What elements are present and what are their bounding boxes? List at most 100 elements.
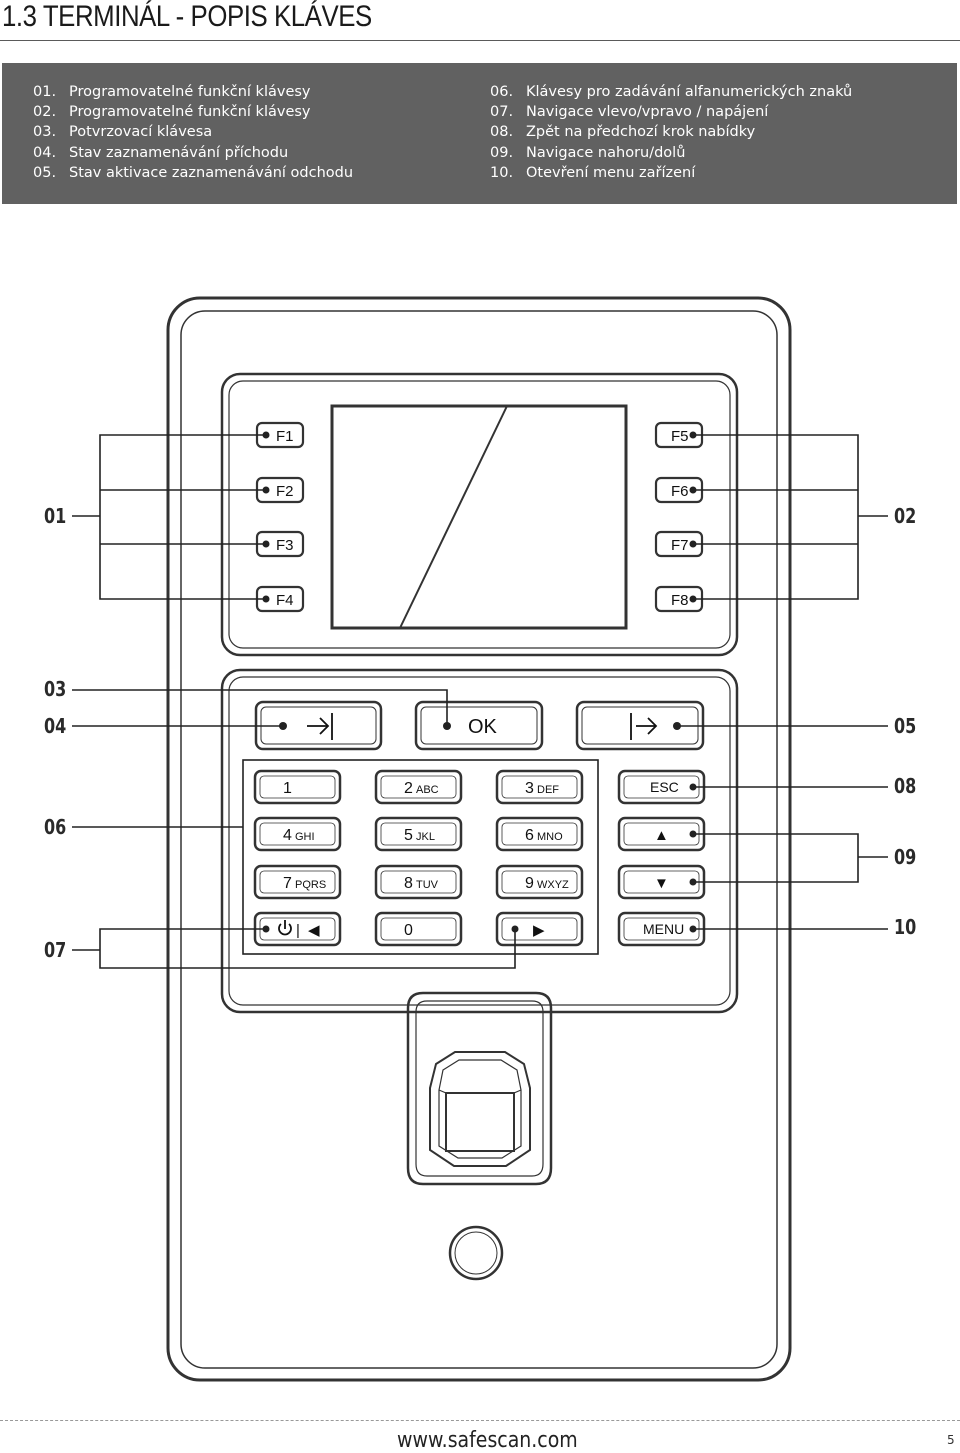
footer-url[interactable]: www.safescan.com bbox=[397, 1428, 578, 1453]
f2-label: F2 bbox=[276, 483, 294, 500]
leader-line-03 bbox=[72, 689, 448, 726]
page-number: 5 bbox=[947, 1433, 955, 1447]
up-arrow-icon: ▲ bbox=[654, 827, 669, 844]
checkout-key[interactable] bbox=[575, 700, 705, 751]
down-arrow-icon: ▼ bbox=[654, 875, 669, 892]
display-panel-inner bbox=[228, 380, 731, 649]
fingerprint-housing bbox=[406, 991, 553, 1186]
svg-text:ABC: ABC bbox=[416, 784, 439, 796]
svg-text:GHI: GHI bbox=[295, 831, 315, 843]
right-arrow-icon: ▶ bbox=[533, 922, 545, 939]
f6-label: F6 bbox=[671, 483, 689, 500]
legend-item: 02.Programovatelné funkční klávesy bbox=[33, 104, 311, 121]
f4-label: F4 bbox=[276, 592, 294, 609]
callout-05: 05 bbox=[894, 714, 917, 738]
svg-text:3: 3 bbox=[525, 780, 534, 797]
legend-item: 07.Navigace vlevo/vpravo / napájení bbox=[490, 104, 769, 121]
svg-text:9: 9 bbox=[525, 875, 534, 892]
fingerprint-edge bbox=[438, 1089, 447, 1094]
svg-text:4: 4 bbox=[283, 827, 292, 844]
fingerprint-window-inner bbox=[438, 1059, 522, 1159]
f8-label: F8 bbox=[671, 592, 689, 609]
fingerprint-edge bbox=[513, 1089, 522, 1094]
callout-04: 04 bbox=[44, 714, 67, 738]
svg-text:0: 0 bbox=[404, 922, 413, 939]
f3-label: F3 bbox=[276, 537, 294, 554]
svg-text:5: 5 bbox=[404, 827, 413, 844]
callout-07: 07 bbox=[44, 938, 67, 962]
exit-arrow-icon bbox=[630, 713, 658, 740]
svg-text:MNO: MNO bbox=[537, 831, 563, 843]
fingerprint-pad bbox=[445, 1092, 515, 1152]
esc-key[interactable]: ESC bbox=[617, 769, 706, 805]
keypad-panel-inner bbox=[228, 676, 731, 1006]
enter-arrow-icon bbox=[307, 713, 333, 740]
leader-line-01 bbox=[99, 434, 266, 600]
screen-glare bbox=[399, 405, 508, 629]
down-key[interactable]: ▼ bbox=[617, 864, 706, 900]
right-key[interactable]: ▶ bbox=[495, 911, 584, 947]
callout-09: 09 bbox=[894, 845, 917, 869]
svg-text:|: | bbox=[296, 922, 300, 939]
f7-key[interactable]: F7 bbox=[654, 530, 704, 558]
key-1[interactable]: 1 bbox=[253, 769, 342, 805]
esc-label: ESC bbox=[650, 779, 679, 795]
svg-text:WXYZ: WXYZ bbox=[537, 879, 569, 891]
callout-08: 08 bbox=[894, 774, 917, 798]
device-body-inner bbox=[180, 310, 778, 1369]
svg-text:JKL: JKL bbox=[416, 831, 435, 843]
power-left-key[interactable]: | ◀ bbox=[253, 911, 342, 947]
f5-label: F5 bbox=[671, 428, 689, 445]
legend-panel: 01.Programovatelné funkční klávesy 02.Pr… bbox=[2, 63, 957, 204]
legend-item: 08.Zpět na předchozí krok nabídky bbox=[490, 124, 756, 141]
fingerprint-window bbox=[429, 1051, 531, 1167]
callout-01: 01 bbox=[44, 504, 67, 528]
legend-item: 09.Navigace nahoru/dolů bbox=[490, 144, 686, 161]
checkin-key[interactable] bbox=[254, 700, 383, 751]
page-title: 1.3 TERMINÁL - POPIS KLÁVES bbox=[2, 0, 372, 33]
legend-item: 06.Klávesy pro zadávání alfanumerických … bbox=[490, 84, 853, 100]
f1-label: F1 bbox=[276, 428, 294, 445]
f6-key[interactable]: F6 bbox=[654, 476, 704, 504]
svg-text:8: 8 bbox=[404, 875, 413, 892]
callout-06: 06 bbox=[44, 815, 67, 839]
legend-item: 04.Stav zaznamenávání příchodu bbox=[33, 144, 289, 161]
menu-key[interactable]: MENU bbox=[617, 911, 706, 947]
device-body-outer bbox=[166, 296, 792, 1382]
light-sensor-inner bbox=[454, 1231, 498, 1275]
key-0[interactable]: 0 bbox=[374, 911, 463, 947]
fingerprint-housing-inner bbox=[415, 1000, 544, 1177]
legend-item: 10.Otevření menu zařízení bbox=[490, 164, 696, 181]
legend-item: 03.Potvrzovací klávesa bbox=[33, 124, 213, 141]
svg-text:6: 6 bbox=[525, 827, 534, 844]
f7-label: F7 bbox=[671, 537, 689, 554]
leader-line-09 bbox=[693, 833, 859, 883]
title-divider bbox=[0, 40, 960, 41]
light-sensor bbox=[448, 1225, 504, 1281]
left-arrow-icon: ◀ bbox=[308, 922, 320, 939]
display-panel-outer bbox=[220, 372, 739, 657]
ok-label: OK bbox=[468, 716, 498, 738]
callout-03: 03 bbox=[44, 677, 67, 701]
legend-item: 01.Programovatelné funkční klávesy bbox=[33, 84, 311, 100]
up-key[interactable]: ▲ bbox=[617, 816, 706, 852]
callout-02: 02 bbox=[894, 504, 917, 528]
legend-column-right: 06.Klávesy pro zadávání alfanumerických … bbox=[490, 82, 852, 183]
svg-text:TUV: TUV bbox=[416, 879, 439, 891]
f4-key[interactable]: F4 bbox=[255, 585, 305, 613]
f1-key[interactable]: F1 bbox=[255, 421, 305, 449]
ok-key[interactable]: OK bbox=[414, 700, 544, 751]
display-screen bbox=[330, 404, 628, 630]
power-icon bbox=[278, 920, 292, 936]
svg-text:PQRS: PQRS bbox=[295, 879, 326, 891]
f2-key[interactable]: F2 bbox=[255, 476, 305, 504]
f3-key[interactable]: F3 bbox=[255, 530, 305, 558]
